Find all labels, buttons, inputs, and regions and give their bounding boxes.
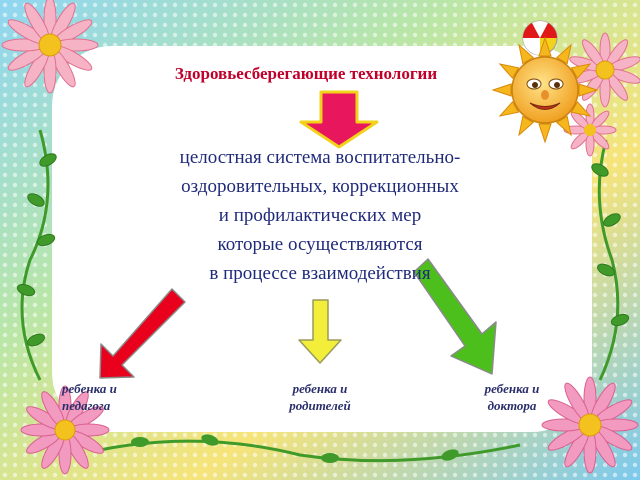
definition-line-1: целостная система воспитательно-	[179, 147, 461, 168]
branch-label-doctor: ребенка и доктора	[462, 380, 562, 414]
arrow-left-diagonal-icon	[99, 288, 186, 379]
branch-label-parents: ребенка и родителей	[270, 380, 370, 414]
definition-line-2: оздоровительных, коррекционных	[181, 176, 459, 197]
branch-label-parents-line1: ребенка и	[292, 381, 348, 396]
definition-text: целостная система воспитательно- оздоров…	[100, 143, 540, 288]
slide-title-text: Здоровьесберегающие технологии	[174, 64, 438, 83]
flower-bottom-left-icon	[20, 385, 110, 475]
branch-label-teacher-line1: ребенка и	[62, 381, 117, 396]
flower-bottom-right-icon	[541, 376, 639, 474]
sun-icon	[491, 36, 599, 144]
vine-left	[16, 129, 57, 381]
branch-label-teacher-line2: педагога	[62, 398, 111, 413]
slide-title: Здоровьесберегающие технологии	[0, 64, 640, 84]
definition-line-3: и профилактических мер	[218, 205, 422, 226]
flower-top-left-icon	[1, 0, 99, 94]
arrow-right-diagonal-icon	[413, 258, 497, 375]
branch-label-doctor-line1: ребенка и	[484, 381, 540, 396]
vine-right	[591, 139, 630, 381]
branch-label-parents-line2: родителей	[289, 398, 351, 413]
definition-line-5: в процессе взаимодействия	[209, 263, 431, 284]
arrow-down-icon	[299, 90, 379, 149]
arrow-middle-down-icon	[298, 299, 342, 364]
branch-label-teacher: ребенка и педагога	[62, 380, 117, 414]
vine-bottom	[99, 434, 521, 463]
definition-line-4: которые осуществляются	[217, 234, 423, 255]
branch-label-doctor-line2: доктора	[487, 398, 537, 413]
ball-icon	[522, 20, 558, 56]
